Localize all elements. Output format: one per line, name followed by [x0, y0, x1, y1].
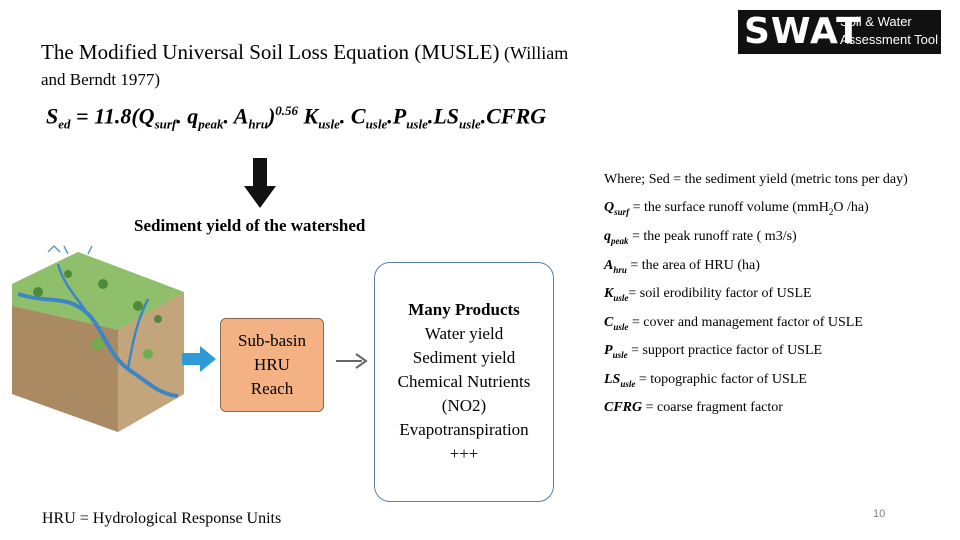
- process-arrow-icon: [336, 353, 368, 369]
- slide-title: The Modified Universal Soil Loss Equatio…: [41, 40, 568, 65]
- definition-sed: Where; Sed = the sediment yield (metric …: [604, 172, 908, 187]
- products-box: Many Products Water yield Sediment yield…: [374, 262, 554, 502]
- musle-equation: Sed = 11.8(Qsurf. qpeak. Ahru)0.56 Kusle…: [46, 103, 547, 132]
- page-number: 10: [873, 508, 886, 520]
- product-item: Sediment yield: [412, 348, 516, 367]
- product-item: Evapotranspiration: [399, 420, 529, 439]
- logo-wordmark: SWAT: [744, 11, 862, 52]
- sediment-yield-heading: Sediment yield of the watershed: [134, 216, 366, 235]
- subbasin-label: Sub-basin: [238, 331, 306, 350]
- logo-tagline-2: Assessment Tool: [840, 32, 939, 47]
- definition-lsusle: LSusle = topographic factor of USLE: [604, 372, 807, 389]
- logo-tagline-1: Soil & Water: [840, 14, 912, 29]
- title-citation: (William: [499, 43, 569, 63]
- product-item: +++: [449, 444, 479, 463]
- product-item: (NO2): [441, 396, 487, 415]
- swat-logo: SWAT Soil & Water Assessment Tool: [738, 10, 941, 54]
- hru-label: HRU: [254, 355, 290, 374]
- down-arrow-icon: [244, 158, 276, 208]
- definition-pusle: Pusle = support practice factor of USLE: [604, 343, 823, 360]
- subbasin-hru-reach-box: Sub-basin HRU Reach: [220, 318, 324, 412]
- reach-label: Reach: [250, 379, 294, 398]
- title-citation-continued: and Berndt 1977): [41, 70, 160, 89]
- definition-cusle: Cusle = cover and management factor of U…: [604, 315, 863, 332]
- definition-qpeak: qpeak = the peak runoff rate ( m3/s): [604, 229, 797, 246]
- definition-cfrg: CFRG = coarse fragment factor: [604, 400, 783, 415]
- title-main: The Modified Universal Soil Loss Equatio…: [41, 40, 500, 64]
- products-heading: Many Products: [408, 300, 520, 319]
- product-item: Chemical Nutrients: [397, 372, 531, 391]
- definition-ahru: Ahru = the area of HRU (ha): [604, 258, 760, 275]
- hru-footnote: HRU = Hydrological Response Units: [42, 510, 282, 527]
- definition-qsurf: Qsurf = the surface runoff volume (mmH2O…: [604, 200, 869, 217]
- flow-arrow-icon: [182, 346, 216, 372]
- watershed-illustration: [12, 244, 184, 432]
- product-item: Water yield: [424, 324, 504, 343]
- definition-kusle: Kusle= soil erodibility factor of USLE: [604, 286, 812, 303]
